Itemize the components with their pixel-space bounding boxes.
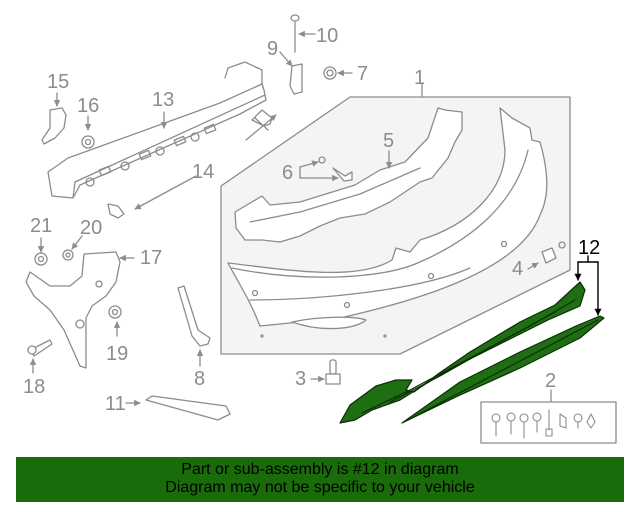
callout-3[interactable]: 3 (295, 368, 307, 390)
callout-9[interactable]: 9 (267, 38, 279, 60)
callout-13[interactable]: 13 (152, 89, 175, 111)
bumper-bracket-drawing (234, 107, 463, 243)
callout-20[interactable]: 20 (80, 217, 103, 239)
callout-14[interactable]: 14 (192, 161, 215, 183)
callout-18[interactable]: 18 (23, 376, 46, 398)
sensor-4-drawing (527, 241, 566, 270)
strip-8-drawing (177, 285, 211, 367)
callout-5[interactable]: 5 (383, 130, 395, 152)
callout-7[interactable]: 7 (357, 63, 369, 85)
diagram-drawing (25, 14, 617, 444)
callout-12-leader (574, 255, 602, 316)
nut-16-drawing (81, 115, 95, 149)
bracket-15-drawing (41, 92, 67, 145)
fasteners-left-drawing (27, 235, 122, 374)
callout-17[interactable]: 17 (140, 247, 163, 269)
callout-19[interactable]: 19 (106, 343, 129, 365)
callout-6[interactable]: 6 (282, 162, 294, 184)
callout-1[interactable]: 1 (414, 67, 426, 89)
clips-top-drawing (279, 14, 353, 95)
banner-disclaimer-line: Diagram may not be specific to your vehi… (165, 479, 475, 496)
callout-12[interactable]: 12 (578, 237, 601, 259)
bolt-14-drawing (107, 109, 277, 219)
callout-11[interactable]: 11 (105, 393, 126, 415)
bracket-17-drawing (25, 251, 135, 369)
callout-10[interactable]: 10 (316, 25, 339, 47)
part-info-banner: Part or sub-assembly is #12 in diagram D… (16, 457, 624, 502)
bolt-3-drawing (310, 359, 341, 385)
reinforcement-beam-drawing (47, 61, 267, 199)
banner-part-line: Part or sub-assembly is #12 in diagram (181, 461, 459, 478)
rear-diffuser-12-highlighted (339, 281, 605, 424)
clip-6-drawing (299, 156, 353, 182)
callout-21[interactable]: 21 (30, 215, 53, 237)
callout-4[interactable]: 4 (512, 258, 524, 280)
callout-8[interactable]: 8 (194, 368, 206, 390)
hardware-kit-2-drawing (480, 389, 617, 444)
parts-diagram: 1 2 3 4 5 6 7 8 9 10 11 12 13 14 15 16 1… (23, 14, 617, 444)
callout-15[interactable]: 15 (47, 71, 70, 93)
callout-16[interactable]: 16 (77, 95, 100, 117)
callout-2[interactable]: 2 (545, 370, 557, 392)
bumper-cover-drawing (227, 107, 548, 338)
reflector-11-drawing (125, 395, 231, 421)
